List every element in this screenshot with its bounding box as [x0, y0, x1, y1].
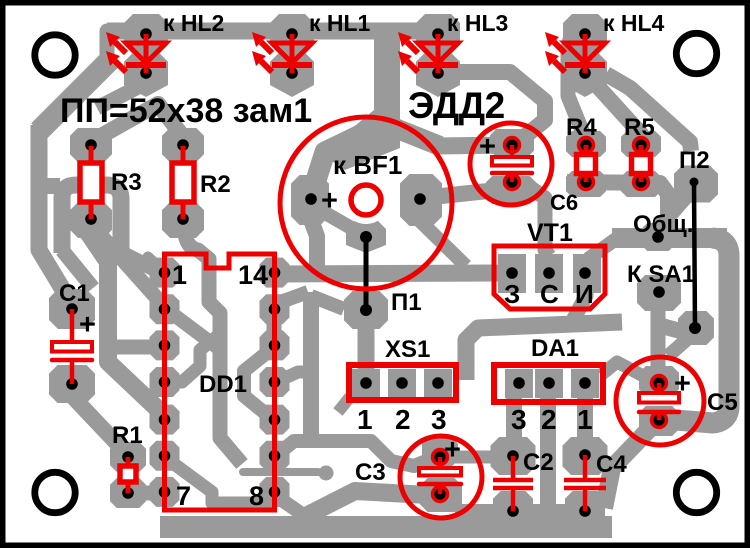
- svg-text:7: 7: [176, 481, 191, 511]
- svg-text:З: З: [504, 279, 520, 309]
- svg-text:+: +: [479, 131, 496, 163]
- svg-text:С4: С4: [596, 451, 627, 478]
- svg-text:DA1: DA1: [531, 335, 579, 362]
- svg-text:+: +: [674, 368, 691, 400]
- svg-text:П2: П2: [679, 147, 710, 174]
- svg-text:к BF1: к BF1: [333, 150, 402, 180]
- svg-text:R1: R1: [112, 422, 143, 449]
- svg-text:+: +: [444, 434, 461, 466]
- svg-text:С6: С6: [550, 190, 578, 215]
- svg-text:+: +: [79, 309, 96, 341]
- svg-text:R4: R4: [566, 114, 597, 141]
- svg-text:2: 2: [541, 404, 557, 435]
- svg-text:3: 3: [511, 404, 527, 435]
- svg-text:И: И: [575, 279, 594, 309]
- svg-text:14: 14: [238, 260, 268, 290]
- svg-text:С3: С3: [355, 459, 386, 486]
- svg-text:R2: R2: [200, 171, 231, 198]
- svg-text:ПП=52х38 зам1: ПП=52х38 зам1: [60, 92, 312, 130]
- svg-text:R5: R5: [624, 114, 655, 141]
- svg-text:1: 1: [577, 404, 593, 435]
- svg-text:С5: С5: [707, 389, 738, 416]
- svg-text:1: 1: [357, 404, 373, 435]
- svg-text:VT1: VT1: [527, 219, 573, 247]
- svg-text:К SA1: К SA1: [627, 261, 695, 288]
- svg-text:2: 2: [395, 404, 411, 435]
- svg-text:3: 3: [431, 404, 447, 435]
- svg-text:XS1: XS1: [385, 336, 430, 363]
- svg-text:С: С: [540, 279, 559, 309]
- svg-text:к HL4: к HL4: [603, 10, 665, 36]
- svg-text:C1: C1: [59, 280, 90, 307]
- svg-text:П1: П1: [391, 289, 422, 316]
- svg-text:1: 1: [172, 260, 187, 290]
- svg-text:С2: С2: [523, 449, 554, 476]
- svg-text:к HL1: к HL1: [309, 10, 371, 36]
- svg-text:ЭДД2: ЭДД2: [408, 85, 505, 126]
- svg-text:DD1: DD1: [199, 371, 247, 398]
- svg-text:к HL2: к HL2: [163, 10, 224, 36]
- svg-text:8: 8: [249, 481, 264, 511]
- svg-text:Общ.: Общ.: [633, 211, 693, 238]
- svg-text:R3: R3: [111, 169, 142, 196]
- svg-text:к HL3: к HL3: [447, 10, 508, 36]
- svg-text:+: +: [321, 185, 338, 217]
